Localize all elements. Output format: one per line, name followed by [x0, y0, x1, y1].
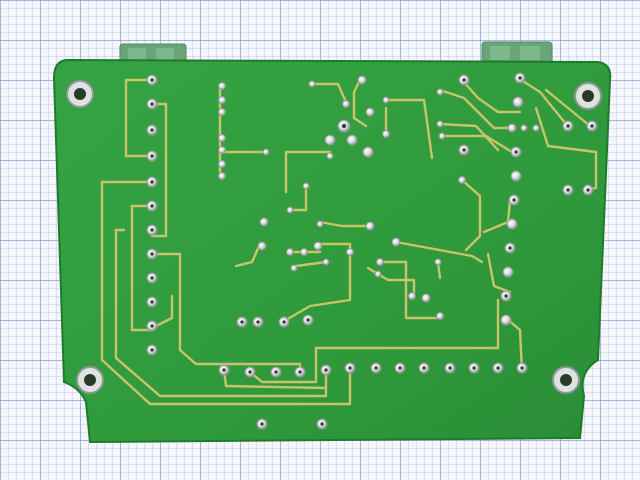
- drill-holes: [150, 76, 594, 426]
- terminal-block-right: [481, 41, 553, 67]
- mounting-holes: [66, 80, 602, 394]
- pcb-board: [52, 58, 612, 444]
